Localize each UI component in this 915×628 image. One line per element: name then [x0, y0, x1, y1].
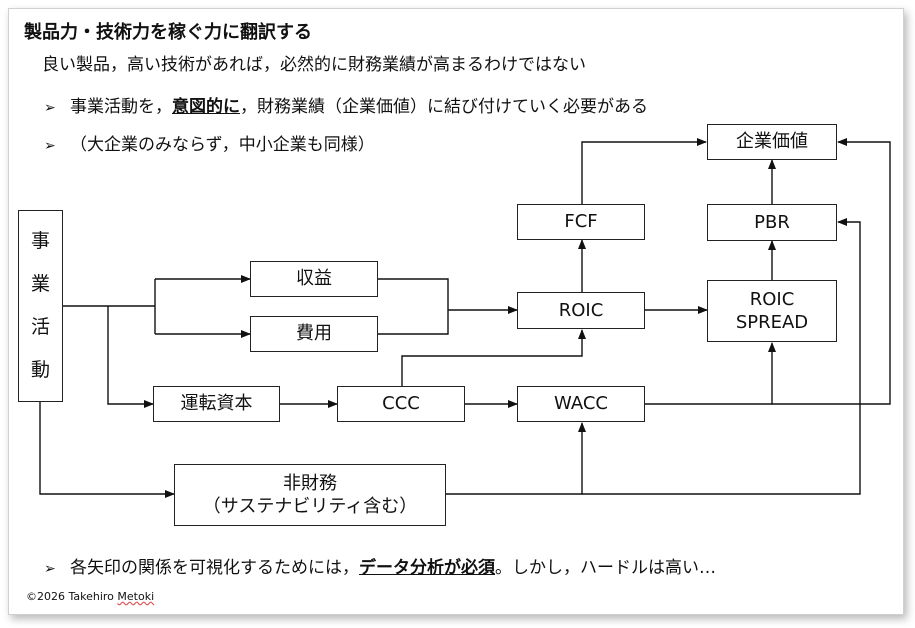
bullet-2: ➢ （大企業のみならず，中小企業も同様）	[44, 130, 375, 155]
nonfinancial-line2: （サステナビリティ含む）	[202, 496, 418, 517]
bullet-1-text-b: ，財務業績（企業価値）に結び付けていく必要がある	[240, 97, 648, 117]
business-activity-box: 事 業 活 動	[18, 210, 63, 402]
connector-rev-cost-merge	[378, 278, 449, 335]
activity-char: 業	[30, 273, 50, 296]
pbr-box: PBR	[707, 204, 837, 241]
roic-spread-box: ROIC SPREAD	[707, 280, 837, 342]
arrow-fcf-to-value	[581, 138, 707, 204]
activity-char: 動	[30, 359, 50, 382]
bullet-1: ➢ 事業活動を，意図的に，財務業績（企業価値）に結び付けていく必要がある	[44, 92, 648, 117]
roic-spread-line1: ROIC	[749, 288, 795, 310]
revenue-box: 収益	[250, 261, 378, 297]
arrow-wacc-to-spread	[645, 342, 776, 405]
arrow-ccc-to-roic	[401, 329, 586, 386]
wacc-box: WACC	[517, 386, 645, 422]
cost-box: 費用	[250, 316, 378, 352]
copyright-name: Metoki	[117, 590, 155, 603]
copyright: ©2026 Takehiro Metoki	[26, 590, 154, 603]
arrow-nonfin-to-pbr	[582, 218, 861, 495]
bullet-3: ➢ 各矢印の関係を可視化するためには，データ分析が必須。しかし，ハードルは高い…	[44, 553, 716, 578]
bullet-1-emphasis: 意図的に	[172, 97, 240, 117]
bullet-arrow-icon: ➢	[44, 138, 56, 154]
arrow-nonfin-to-wacc	[446, 422, 586, 495]
enterprise-value-box: 企業価値	[707, 124, 837, 160]
copyright-prefix: ©2026 Takehiro	[26, 590, 118, 603]
fcf-box: FCF	[517, 204, 645, 240]
slide-subtitle: 良い製品，高い技術があれば，必然的に財務業績が高まるわけではない	[42, 55, 586, 75]
bullet-2-text: （大企業のみならず，中小企業も同様）	[70, 135, 375, 155]
activity-char: 事	[30, 230, 50, 253]
roic-box: ROIC	[517, 292, 645, 329]
bullet-3-text-b: 。しかし，ハードルは高い…	[495, 558, 716, 578]
bullet-arrow-icon: ➢	[44, 561, 56, 577]
activity-char: 活	[30, 316, 50, 339]
bullet-1-text-a: 事業活動を，	[70, 97, 172, 117]
slide-title: 製品力・技術力を稼ぐ力に翻訳する	[24, 22, 312, 43]
ccc-box: CCC	[337, 386, 465, 422]
nonfinancial-line1: 非財務	[283, 472, 337, 494]
arrow-to-working-capital	[107, 306, 154, 408]
arrow-to-nonfinancial	[39, 402, 175, 498]
bullet-3-text-a: 各矢印の関係を可視化するためには，	[70, 558, 359, 578]
bullet-3-emphasis: データ分析が必須	[359, 558, 495, 578]
roic-spread-line2: SPREAD	[735, 312, 809, 333]
working-capital-box: 運転資本	[153, 386, 280, 422]
bullet-arrow-icon: ➢	[44, 100, 56, 116]
arrow-wacc-to-value	[772, 138, 891, 405]
nonfinancial-box: 非財務 （サステナビリティ含む）	[174, 464, 446, 526]
